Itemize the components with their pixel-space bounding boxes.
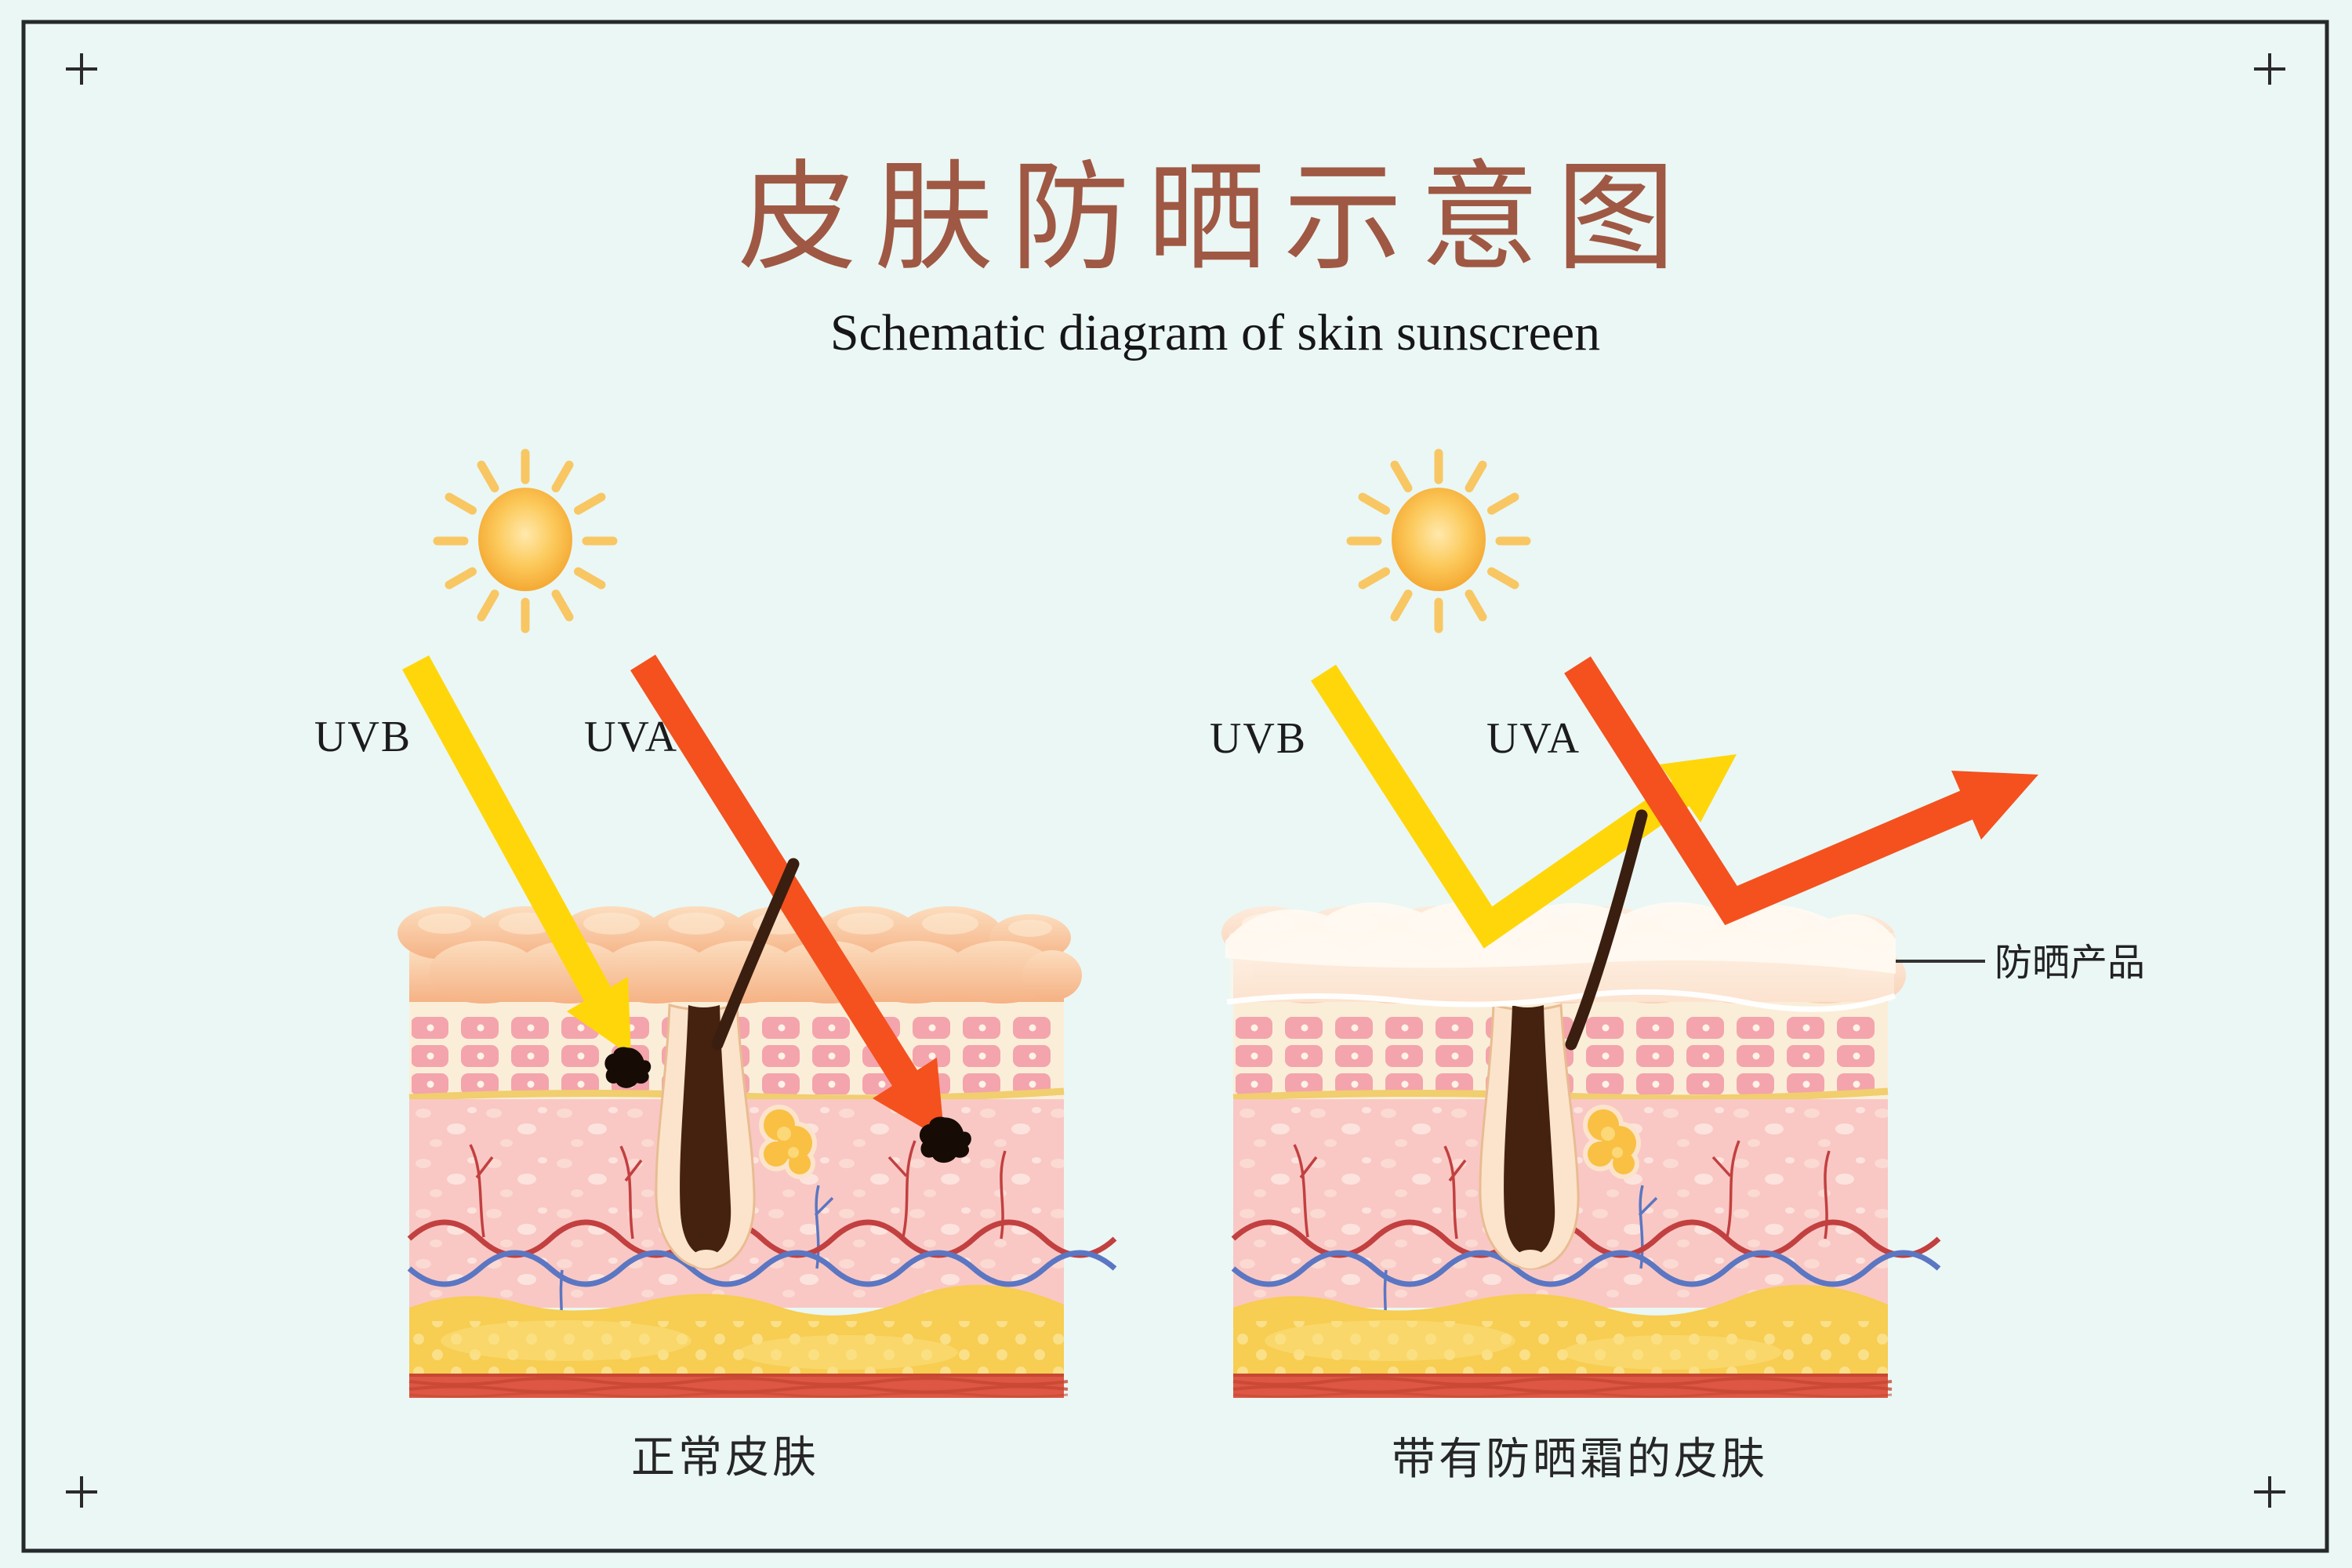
uvb-label-right: UVB [1210, 714, 1307, 763]
fat-highlight [441, 1320, 691, 1361]
crop-mark-top-left-icon [66, 53, 97, 85]
crop-mark-top-right-icon [2254, 53, 2285, 85]
uvb-label-left: UVB [314, 713, 412, 761]
sun-icon-left [433, 448, 618, 633]
page-title: 皮肤防晒示意图 [738, 153, 1693, 285]
hair-follicle [655, 1004, 817, 1270]
blood-vessels [1231, 1140, 1941, 1341]
sunscreen-product-label: 防晒产品 [1994, 942, 2145, 984]
sebaceous-gland [759, 1105, 817, 1179]
muscle-fibers [408, 1374, 1069, 1398]
vein [407, 1250, 1117, 1287]
sun-rays [1346, 448, 1531, 633]
uva-ray-reflected-icon [1564, 656, 2038, 926]
sunscreen-coating [1225, 901, 1896, 1012]
page-subtitle: Schematic diagram of skin sunscreen [830, 304, 1600, 361]
caption-sunscreen-skin: 带有防晒霜的皮肤 [1392, 1436, 1768, 1484]
sun-rays [433, 448, 618, 633]
sun-icon-right [1346, 448, 1531, 633]
muscle-fibers [1232, 1374, 1893, 1398]
crop-mark-bottom-right-icon [2254, 1476, 2285, 1508]
skin-block-sunscreen [1221, 901, 1941, 1398]
sun-core [478, 488, 572, 591]
crop-mark-bottom-left-icon [66, 1476, 97, 1508]
fat-highlight [1563, 1335, 1782, 1370]
dermal-papilla [1515, 1250, 1546, 1269]
vein [1231, 1250, 1941, 1287]
dermal-papilla [691, 1250, 722, 1269]
sun-core [1392, 488, 1486, 591]
page-frame [21, 20, 2329, 1553]
blood-vessels [407, 1140, 1117, 1341]
hair-root [680, 1005, 731, 1256]
sebaceous-gland [1583, 1105, 1641, 1179]
hair-follicle [1479, 1004, 1641, 1270]
skin-block-normal [397, 906, 1117, 1398]
uvb-ray-reflected-icon [1311, 664, 1737, 949]
fat-highlight [1265, 1320, 1515, 1361]
uva-label-right: UVA [1486, 714, 1581, 763]
hair-shaft-right [1565, 809, 1648, 1051]
hair-root [1504, 1005, 1555, 1256]
caption-normal-skin: 正常皮肤 [631, 1434, 819, 1483]
fat-highlight [739, 1335, 958, 1370]
uva-label-left: UVA [584, 713, 678, 761]
crop-mark-icons [66, 53, 2285, 1508]
hair-shaft-left [711, 858, 800, 1051]
uva-ray-left-icon [630, 655, 945, 1141]
uvb-ray-left-icon [402, 655, 631, 1056]
